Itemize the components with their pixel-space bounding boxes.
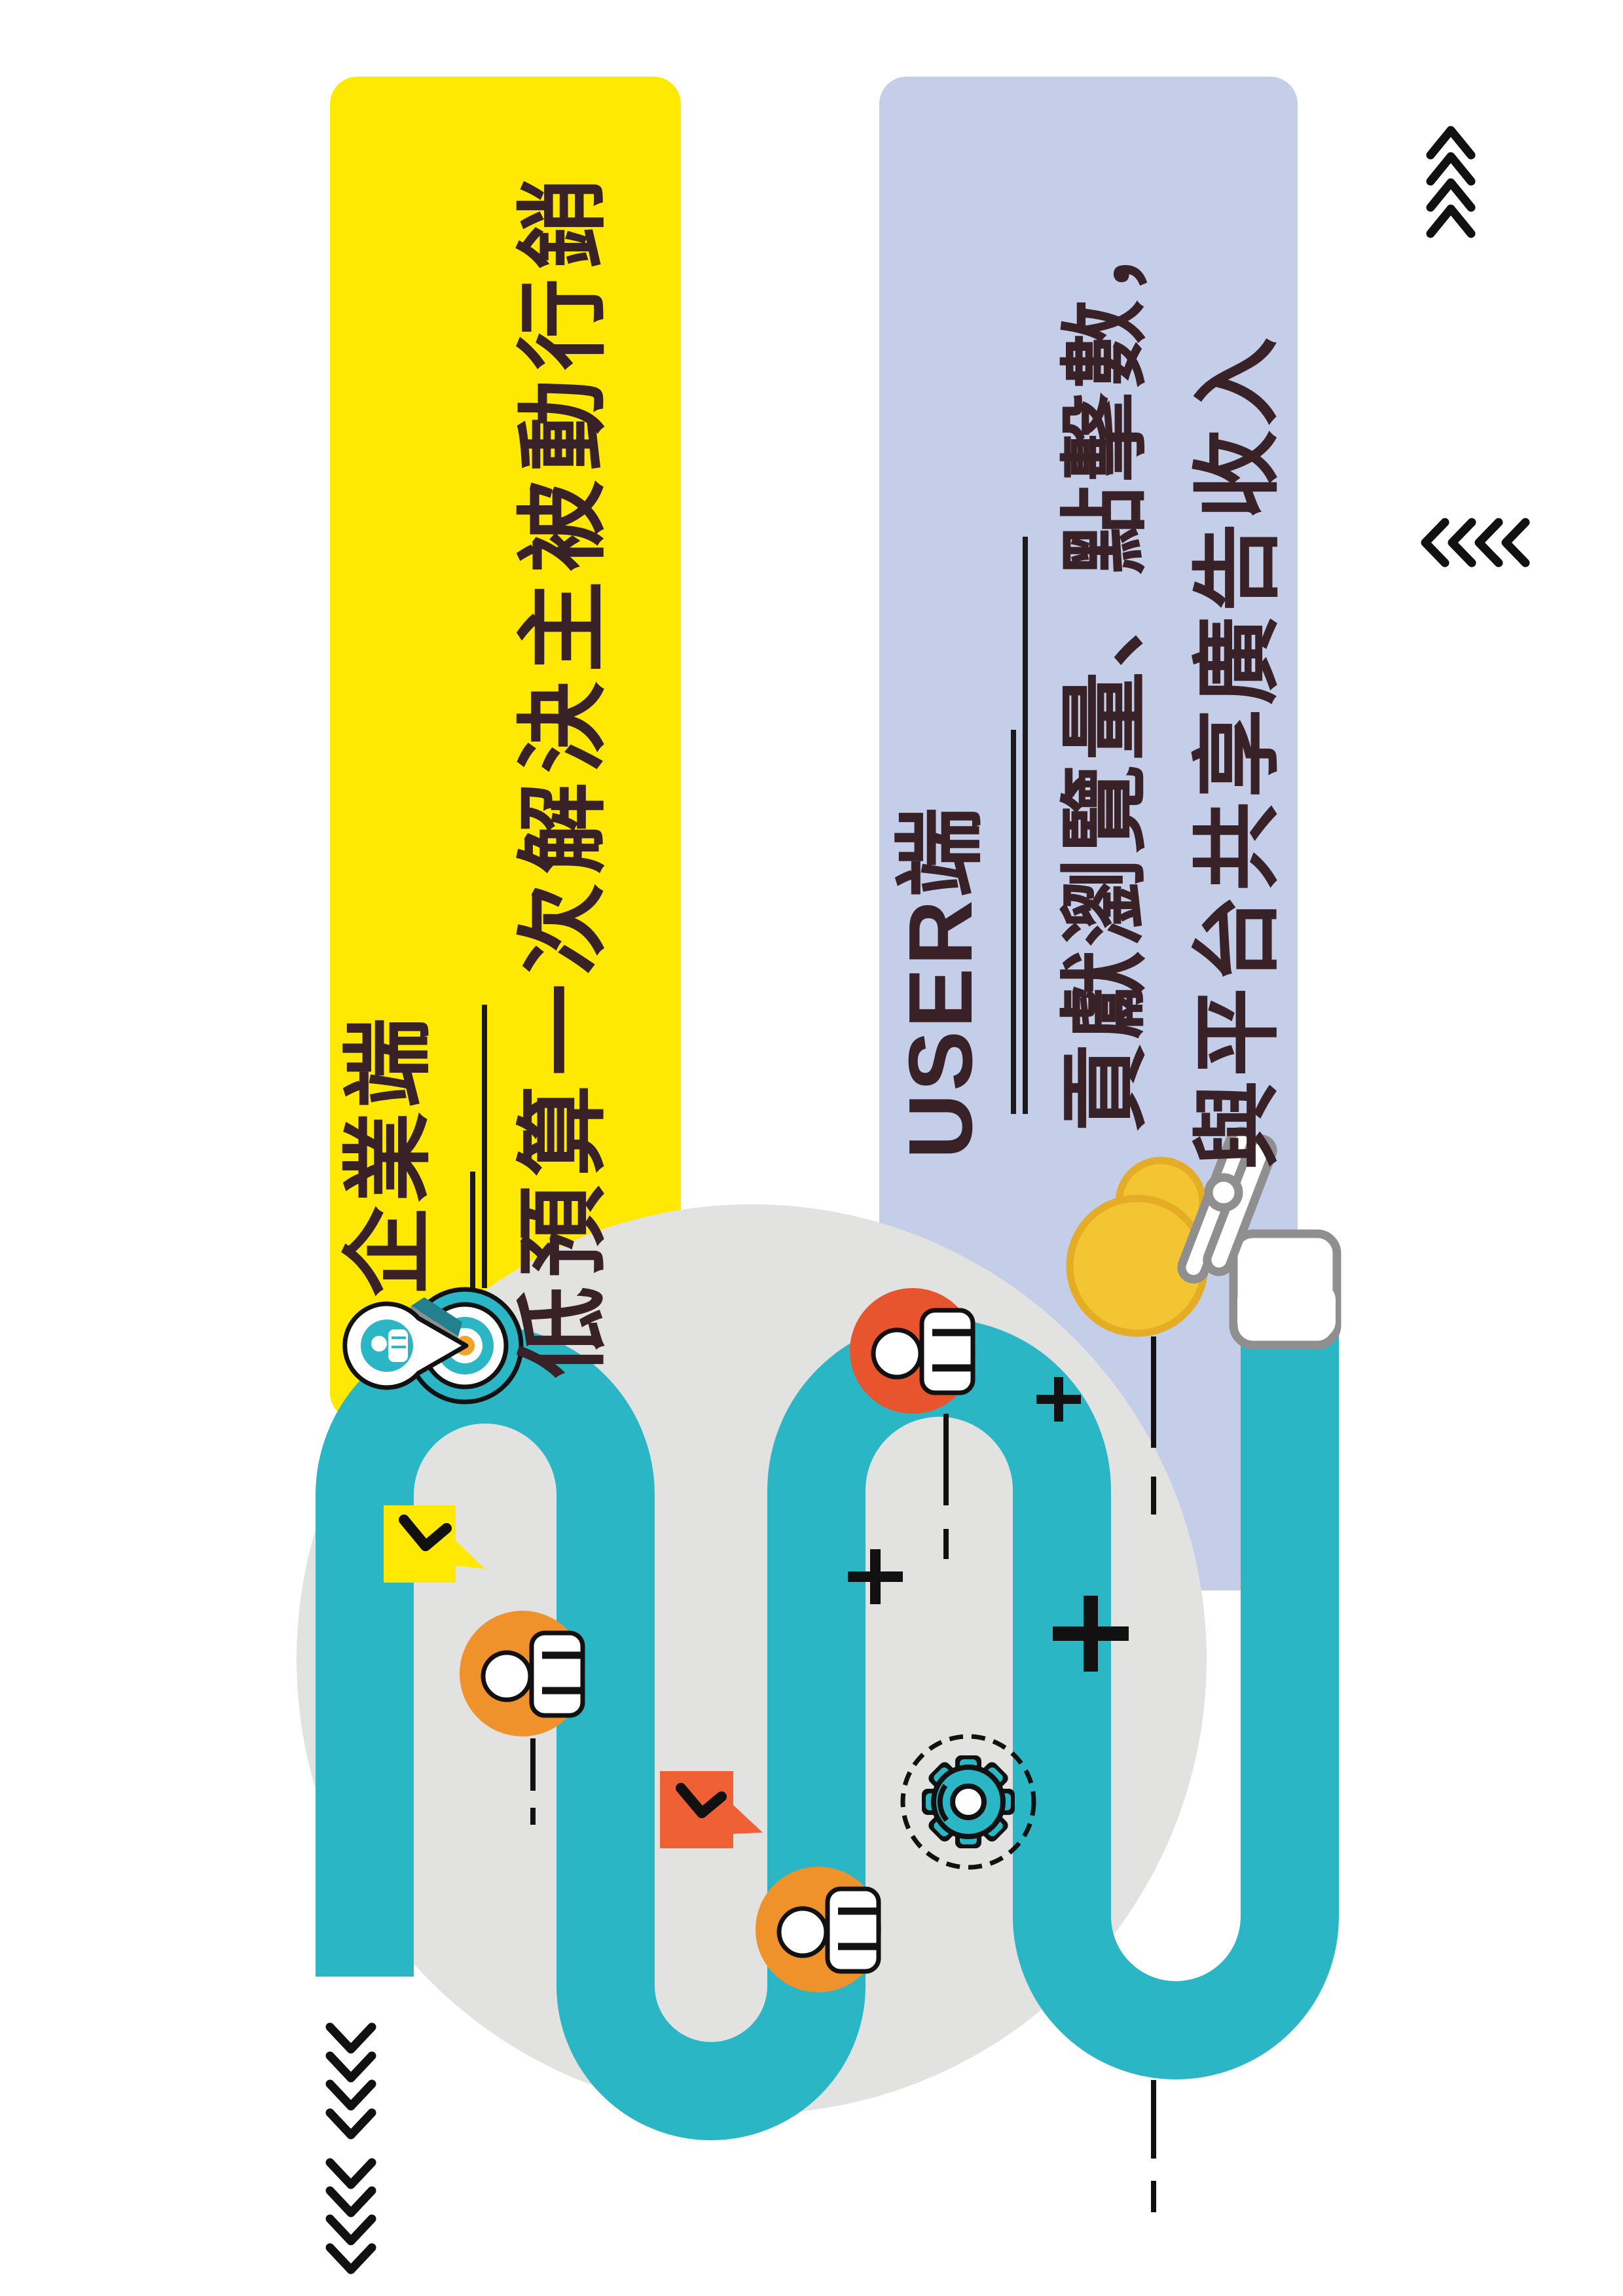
chat-bubble-yellow: [384, 1505, 485, 1583]
heading-rules: [470, 537, 1028, 1288]
dashed-drop-lines: [530, 1336, 1156, 2222]
user-benefit-line2: 與平台共享廣告收入: [1188, 333, 1287, 1170]
thumb-knuckle: [1204, 1173, 1243, 1212]
pencil-shadow: [411, 1297, 462, 1336]
hand-icon: [1177, 1126, 1341, 1350]
coin-icon: [1066, 1157, 1209, 1337]
gear-icon: [900, 1734, 1036, 1870]
location-pin-icon: [342, 1301, 469, 1390]
winding-path: [316, 1318, 1339, 2140]
mini-person-head: [371, 1336, 387, 1352]
chevron-arrow-icon: [325, 126, 1530, 2274]
plus-icon: [848, 1377, 1129, 1672]
person-icon: [460, 1288, 976, 1992]
user-heading: USER端: [890, 804, 991, 1159]
chat-bubble-orange: [660, 1771, 763, 1848]
chevron-icon: [676, 1783, 727, 1818]
user-benefit-line1: 貢獻瀏覽量、點擊數，: [1055, 203, 1155, 1132]
chevron-icon: [399, 1515, 452, 1551]
enterprise-panel: [330, 77, 681, 1420]
enterprise-title: 低預算一次解決主被動行銷: [511, 168, 614, 1378]
enterprise-heading: 企業端: [338, 1013, 439, 1297]
